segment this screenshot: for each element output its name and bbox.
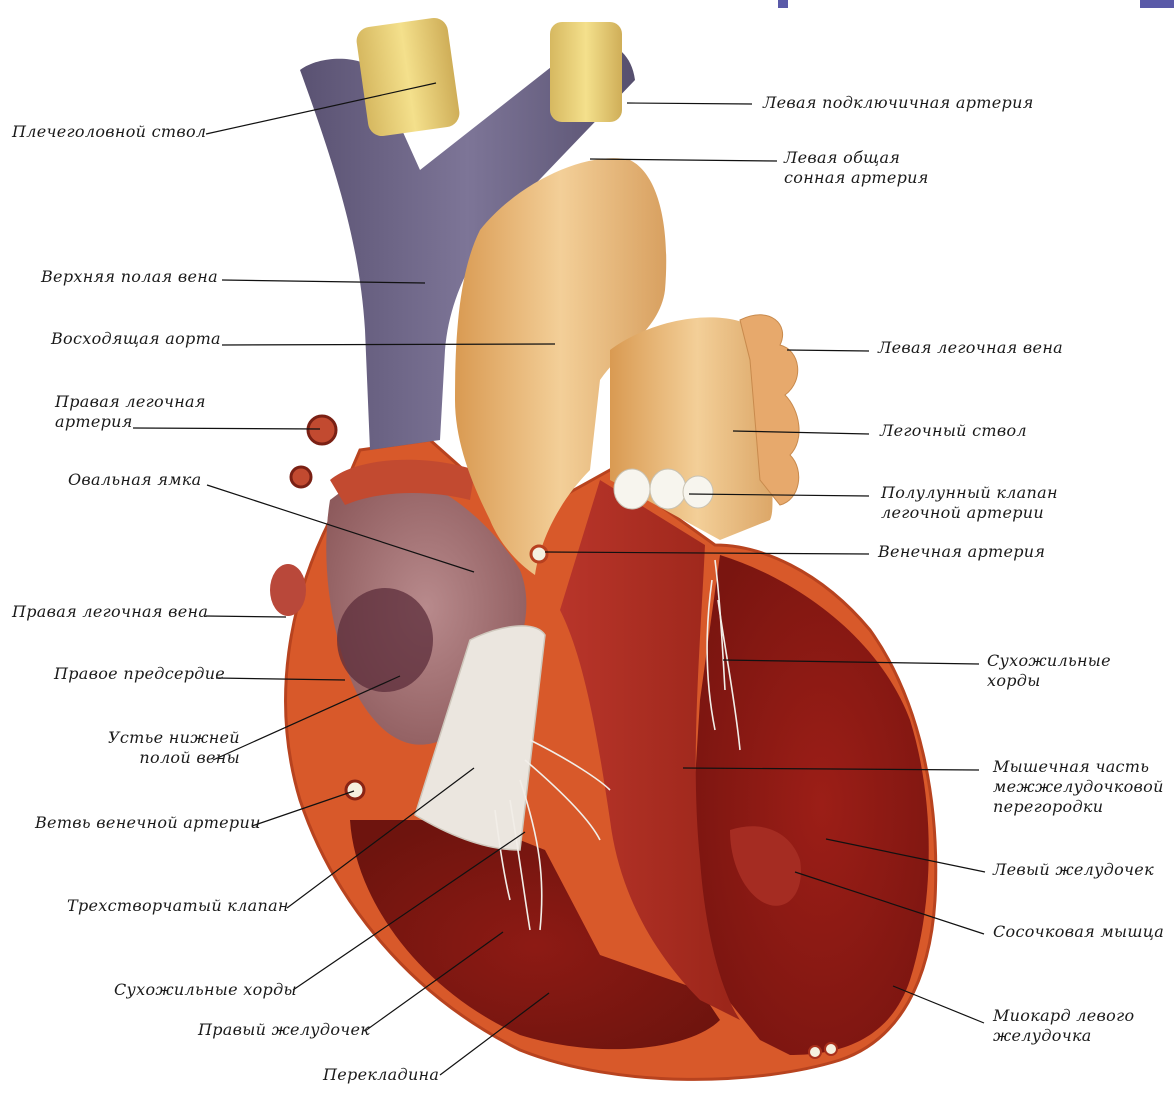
label-papillary-muscle: Сосочковая мышца (993, 922, 1164, 942)
label-coronary-branch: Ветвь венечной артерии (35, 813, 261, 833)
label-chordae-left-line2: хорды (987, 671, 1111, 691)
yellow-vessel-right (550, 22, 622, 122)
label-left-carotid-line1: Левая общая (784, 148, 929, 168)
label-right-pulmonary-vein: Правая легочная вена (12, 602, 208, 622)
corner-accent-mid (778, 0, 788, 8)
label-right-pulmonary-artery-line1: Правая легочная (55, 392, 206, 412)
label-pulmonary-semilunar-valve: Полулунный клапан легочной артерии (881, 483, 1058, 523)
right-pulmonary-artery-stub (308, 416, 336, 444)
label-right-ventricle: Правый желудочек (198, 1020, 370, 1040)
yellow-vessel-left (355, 16, 461, 138)
apex-vessel-1 (809, 1046, 821, 1058)
coronary-branch-ostium (346, 781, 364, 799)
right-pulmonary-artery-stub-2 (291, 467, 311, 487)
corner-accent-right (1140, 0, 1174, 8)
label-left-subclavian-artery: Левая подключичная артерия (763, 93, 1034, 113)
left-ventricle-cavity (690, 555, 929, 1055)
label-right-atrium: Правое предсердие (54, 664, 225, 684)
label-semilunar-line1: Полулунный клапан (881, 483, 1058, 503)
label-right-pulmonary-artery-line2: артерия (55, 412, 206, 432)
label-ascending-aorta: Восходящая аорта (51, 329, 221, 349)
label-left-carotid-line2: сонная артерия (784, 168, 929, 188)
label-semilunar-line2: легочной артерии (881, 503, 1058, 523)
label-coronary-artery: Венечная артерия (878, 542, 1045, 562)
label-septum-line1: Мышечная часть (993, 757, 1164, 777)
apex-vessel-2 (825, 1043, 837, 1055)
label-chordae-left: Сухожильные хорды (987, 651, 1111, 691)
label-septum-line2: межжелудочковой (993, 777, 1164, 797)
label-moderator-band: Перекладина (323, 1065, 439, 1085)
label-pulmonary-trunk: Легочный ствол (880, 421, 1027, 441)
label-chordae-right: Сухожильные хорды (114, 980, 297, 1000)
leader-l-subclavian (627, 103, 752, 104)
label-ivc-ostium: Устье нижней полой вены (108, 728, 240, 768)
label-ivc-line1: Устье нижней (108, 728, 240, 748)
label-ivc-line2: полой вены (108, 748, 240, 768)
label-left-common-carotid: Левая общая сонная артерия (784, 148, 929, 188)
leader-r-pulm-vein (206, 616, 286, 617)
label-septum-line3: перегородки (993, 797, 1164, 817)
label-left-ventricle: Левый желудочек (993, 860, 1154, 880)
ivc-ostium (337, 588, 433, 692)
label-lv-myocardium-line1: Миокард левого (993, 1006, 1134, 1026)
label-right-pulmonary-artery: Правая легочная артерия (55, 392, 206, 432)
label-chordae-left-line1: Сухожильные (987, 651, 1111, 671)
label-lv-myocardium-line2: желудочка (993, 1026, 1134, 1046)
right-pulmonary-vein-stub (270, 564, 306, 616)
label-left-pulmonary-vein: Левая легочная вена (878, 338, 1063, 358)
label-interventricular-septum: Мышечная часть межжелудочковой перегород… (993, 757, 1164, 817)
label-brachiocephalic-trunk: Плечеголовной ствол (12, 122, 206, 142)
label-tricuspid-valve: Трехстворчатый клапан (67, 896, 289, 916)
leader-l-pulm-vein (787, 350, 869, 351)
label-lv-myocardium: Миокард левого желудочка (993, 1006, 1134, 1046)
coronary-artery-ostium (531, 546, 547, 562)
label-superior-vena-cava: Верхняя полая вена (41, 267, 218, 287)
label-fossa-ovalis: Овальная ямка (68, 470, 201, 490)
